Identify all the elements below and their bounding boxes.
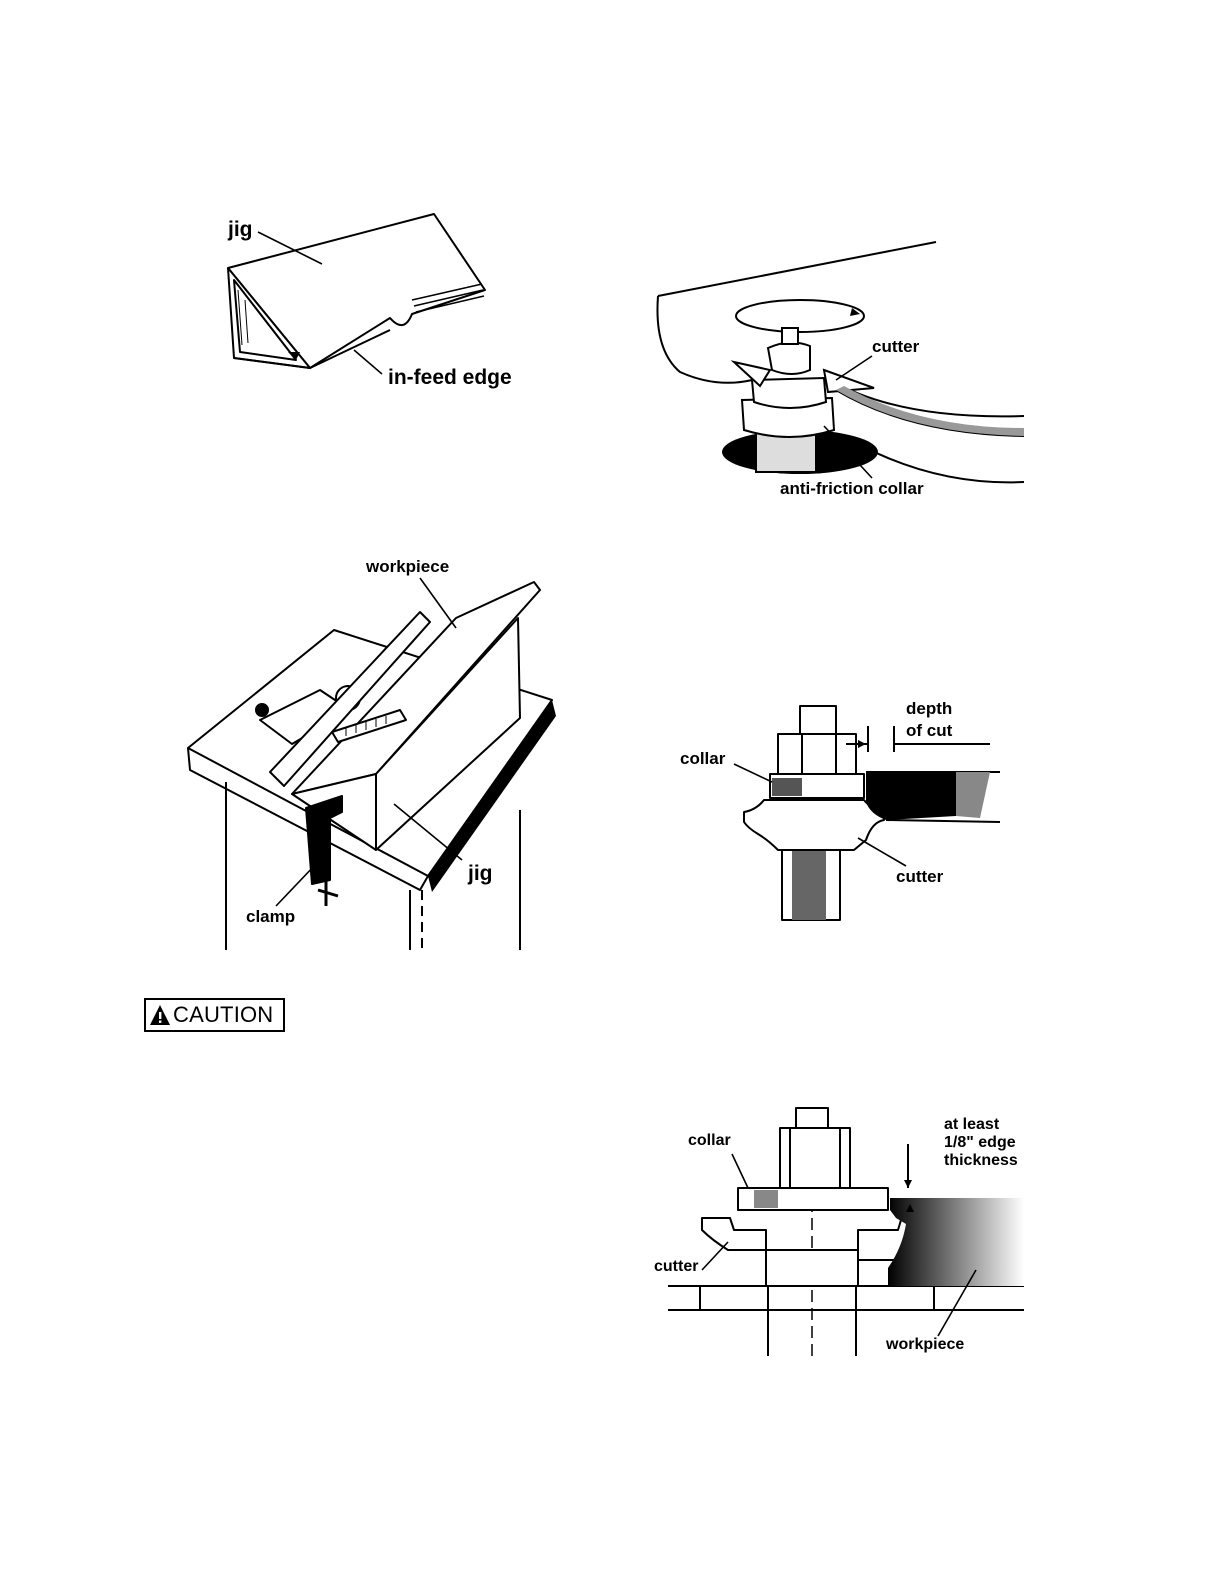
edge-label-line1: at least	[944, 1116, 999, 1134]
depth-of-cut-illustration	[660, 690, 1020, 930]
cutter-label-depth: cutter	[896, 868, 943, 887]
edge-label-line2: 1/8" edge	[944, 1134, 1016, 1152]
edge-thickness-figure: at least 1/8" edge thickness collar cutt…	[640, 1100, 1040, 1370]
jig-figure: jig in-feed edge	[0, 0, 600, 420]
collar-label-depth: collar	[680, 750, 725, 769]
anti-friction-collar-label: anti-friction collar	[780, 480, 924, 499]
workpiece-label-edge: workpiece	[886, 1336, 964, 1354]
depth-label-line2: of cut	[906, 722, 952, 741]
clamp-label: clamp	[246, 908, 295, 927]
depth-label-line1: depth	[906, 700, 952, 719]
jig-setup-figure: workpiece jig clamp	[0, 550, 600, 970]
collar-rotation-figure: cutter anti-friction collar	[640, 230, 1040, 520]
caution-label: CAUTION	[173, 1002, 273, 1028]
jig-setup-illustration	[0, 550, 600, 970]
collar-label-edge: collar	[688, 1132, 731, 1150]
workpiece-label-setup: workpiece	[366, 558, 449, 577]
cutter-label-edge: cutter	[654, 1258, 698, 1276]
caution-badge: CAUTION	[144, 998, 285, 1032]
jig-illustration	[0, 0, 600, 420]
collar-rotation-illustration	[640, 230, 1040, 520]
edge-label-line3: thickness	[944, 1152, 1018, 1170]
cutter-label-top: cutter	[872, 338, 919, 357]
depth-of-cut-figure: depth of cut collar cutter	[660, 690, 1020, 930]
warning-triangle-icon	[149, 1004, 171, 1026]
jig-label: jig	[228, 218, 253, 241]
in-feed-edge-label: in-feed edge	[388, 366, 512, 389]
jig-label-setup: jig	[468, 862, 493, 885]
